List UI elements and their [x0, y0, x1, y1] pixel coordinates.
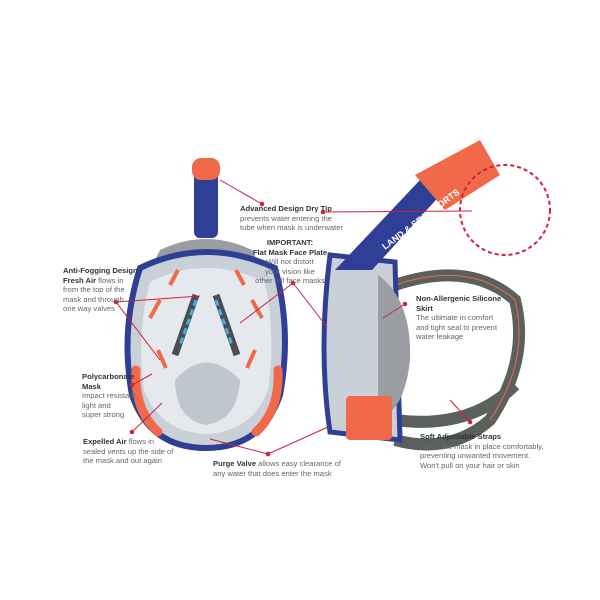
purge-valve-desc: any water that does enter the mask	[213, 468, 332, 478]
skirt-title: Skirt	[416, 303, 433, 313]
front-nose-cup	[175, 362, 240, 425]
callout-anti-fog: Anti-Fogging Design Fresh Air flows in f…	[63, 266, 138, 314]
front-snorkel-tube	[194, 168, 218, 238]
callout-expelled-air: Expelled Air flows in sealed vents up th…	[83, 437, 173, 466]
polycarbonate-title: Polycarbonate	[82, 372, 135, 381]
expelled-air-lead: Expelled Air flows in	[83, 437, 155, 446]
face-plate-desc: Will not distort	[266, 257, 314, 267]
anti-fog-lead: Fresh Air flows in	[63, 275, 124, 285]
fresh-air-flow-arrows	[178, 299, 234, 346]
face-plate-title: IMPORTANT:	[266, 238, 314, 247]
dry-tip-title: Advanced Design Dry Tip	[240, 204, 332, 213]
callout-polycarbonate: Polycarbonate Mask Impact resistant, lig…	[82, 372, 138, 420]
side-snorkel-tube	[335, 180, 445, 270]
polycarbonate-desc: light and	[82, 400, 111, 410]
skirt-title: Non-Allergenic Silicone	[416, 294, 502, 303]
polycarbonate-desc: super strong	[82, 410, 125, 420]
expelled-air-desc: sealed vents up the side of	[83, 446, 174, 456]
skirt-desc: and tight seal to prevent	[416, 322, 498, 332]
dry-tip-highlight-circle	[459, 164, 551, 256]
anti-fog-desc: one way valves	[63, 304, 115, 314]
purge-valve-lead: Purge Valve allows easy clearance of	[213, 459, 341, 468]
callout-purge-valve: Purge Valve allows easy clearance of any…	[213, 459, 341, 478]
front-orange-side-left	[131, 365, 163, 437]
callout-lines	[113, 179, 473, 457]
callout-face-plate: IMPORTANT: Flat Mask Face Plate Will not…	[250, 238, 330, 286]
front-orange-side-right	[251, 365, 283, 437]
straps-desc: preventing unwanted movement.	[420, 451, 531, 461]
face-plate-desc: your vision like	[265, 266, 315, 276]
anti-fog-desc: mask and through	[63, 294, 124, 304]
polycarbonate-desc: Impact resistant,	[82, 391, 138, 401]
straps-title: Soft Adjustable Straps	[420, 432, 502, 441]
callout-straps: Soft Adjustable Straps Holds the mask in…	[420, 432, 544, 470]
anti-fog-title: Anti-Fogging Design	[63, 266, 138, 275]
polycarbonate-title: Mask	[82, 381, 101, 391]
side-dry-tip	[415, 140, 500, 210]
callout-skirt: Non-Allergenic Silicone Skirt The ultima…	[416, 294, 501, 342]
front-face-plate	[141, 268, 272, 434]
face-plate-desc: other full face masks	[255, 276, 325, 286]
dry-tip-desc: tube when mask is underwater	[240, 223, 343, 233]
expelled-air-desc: the mask and out again	[83, 456, 162, 466]
strap-buckle	[346, 396, 392, 440]
straps-desc: Won't pull on your hair or skin	[420, 460, 520, 470]
front-dry-tip	[192, 158, 220, 180]
front-mask	[124, 158, 288, 452]
callout-dry-tip: Advanced Design Dry Tip prevents water e…	[240, 204, 343, 233]
straps-desc: Holds the mask in place comfortably,	[420, 441, 544, 451]
skirt-desc: The ultimate in comfort	[416, 313, 494, 323]
dry-tip-desc: prevents water entering the	[240, 213, 333, 223]
expelled-air-flow-arrows	[148, 269, 264, 369]
face-plate-title: Flat Mask Face Plate	[252, 247, 328, 257]
skirt-desc: water leakage	[416, 332, 464, 342]
anti-fog-desc: from the top of the	[63, 285, 125, 295]
side-mask: LAND & SEA SPORTS	[321, 140, 551, 451]
silicone-skirt	[378, 275, 411, 420]
